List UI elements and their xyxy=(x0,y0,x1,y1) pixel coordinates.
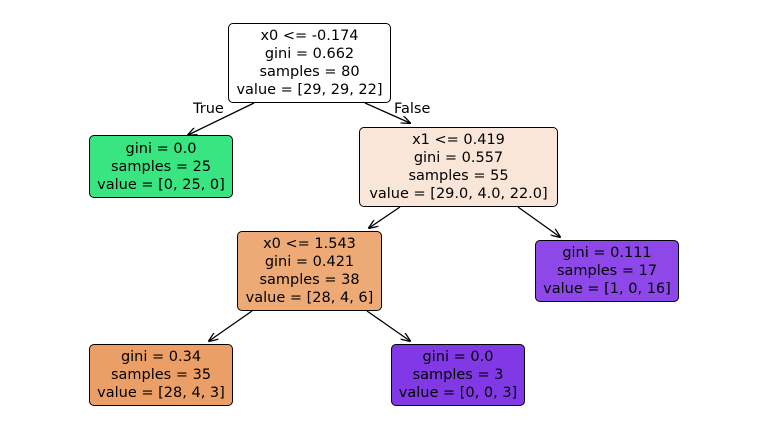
node-text-line: gini = 0.0 xyxy=(422,349,494,365)
node-text-line: samples = 17 xyxy=(556,263,658,279)
edge-arrow-split-x1-to-leaf-purple-right xyxy=(517,206,560,237)
node-text-line: samples = 80 xyxy=(259,64,360,80)
node-text-line: gini = 0.662 xyxy=(264,46,355,62)
node-text-line: samples = 3 xyxy=(412,367,504,383)
tree-node-leaf-purple-right: gini = 0.111 samples = 17 value = [1, 0, 1… xyxy=(535,240,679,302)
edge-arrow-split-x0-second-to-leaf-orange xyxy=(209,310,253,341)
node-text-line: gini = 0.34 xyxy=(120,349,202,365)
edge-label-false: False xyxy=(394,101,431,117)
node-text-line: samples = 35 xyxy=(110,367,212,383)
node-text-line: gini = 0.0 xyxy=(125,140,197,157)
node-text-line: samples = 25 xyxy=(110,158,212,175)
edge-arrow-split-x1-to-split-x0-second xyxy=(369,206,401,228)
node-text-line: gini = 0.421 xyxy=(264,254,355,270)
tree-node-split-x1: x1 <= 0.419 gini = 0.557 samples = 55 value… xyxy=(359,127,558,207)
node-text-line: samples = 55 xyxy=(408,168,509,184)
node-text-line: gini = 0.557 xyxy=(413,150,504,166)
node-text-line: value = [28, 4, 6] xyxy=(245,290,374,306)
tree-node-leaf-orange: gini = 0.34 samples = 35 value = [28, 4, 3… xyxy=(89,344,233,406)
edge-label-true: True xyxy=(193,101,224,117)
node-text-line: value = [29, 29, 22] xyxy=(236,82,383,98)
node-text-line: value = [28, 4, 3] xyxy=(97,385,225,401)
node-text-line: samples = 38 xyxy=(259,272,360,288)
edge-arrow-root-to-split-x1 xyxy=(364,102,410,123)
node-text-line: x0 <= 1.543 xyxy=(263,236,356,252)
node-text-line: x0 <= -0.174 xyxy=(260,28,359,44)
tree-node-root: x0 <= -0.174 gini = 0.662 samples = 80 valu… xyxy=(228,23,391,103)
node-text-line: gini = 0.111 xyxy=(562,245,652,261)
node-text-line: value = [0, 25, 0] xyxy=(97,176,225,193)
node-text-line: value = [1, 0, 16] xyxy=(543,281,671,297)
tree-node-split-x0-second: x0 <= 1.543 gini = 0.421 samples = 38 value… xyxy=(237,231,382,311)
edge-arrow-split-x0-second-to-leaf-purple-pure xyxy=(366,310,410,341)
node-text-line: value = [29.0, 4.0, 22.0] xyxy=(369,186,548,202)
node-text-line: x1 <= 0.419 xyxy=(412,132,505,148)
node-text-line: value = [0, 0, 3] xyxy=(398,385,518,401)
edge-arrow-root-to-leaf-left xyxy=(188,102,255,135)
tree-node-leaf-purple-pure: gini = 0.0 samples = 3 value = [0, 0, 3] xyxy=(391,344,525,406)
